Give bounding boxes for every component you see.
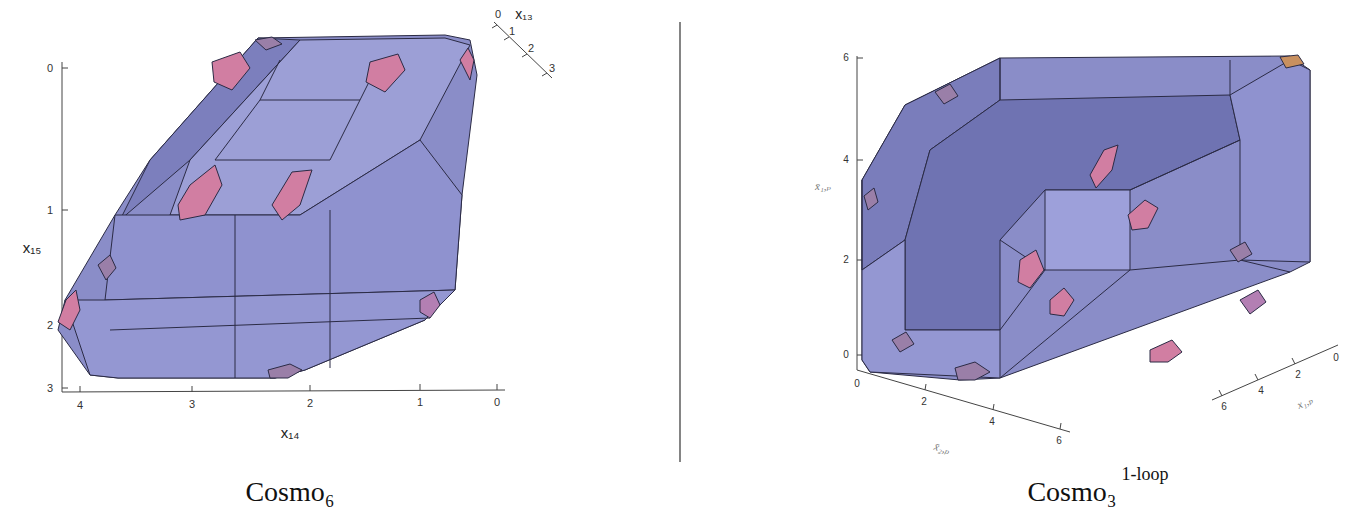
tick-label: 0 <box>854 379 860 389</box>
tick-label: 4 <box>77 400 83 411</box>
tick-label: 0 <box>495 9 501 20</box>
tick-label: 0 <box>47 63 53 74</box>
tick-label: 3 <box>549 63 555 74</box>
tick-label: 1 <box>509 26 515 37</box>
axis-label: x₁,ₚ <box>1296 394 1315 410</box>
tick-label: 4 <box>843 155 849 165</box>
tick-label: 4 <box>1258 386 1264 396</box>
tick-label: 3 <box>47 383 53 394</box>
tick-label: 2 <box>1295 370 1301 380</box>
tick-label: 1 <box>417 397 423 408</box>
caption: Cosmo₆ <box>245 478 334 506</box>
axis-label: x₁₃ <box>515 7 532 21</box>
tick-label: 2 <box>307 398 313 409</box>
tick-label: 1 <box>47 205 53 216</box>
tick-label: 2 <box>843 255 849 265</box>
tick-label: 6 <box>843 53 849 63</box>
tick-label: 6 <box>1056 436 1062 446</box>
axis-label: x̄₁,ₚ <box>815 181 831 192</box>
tick-label: 4 <box>989 417 995 427</box>
tick-label: 2 <box>528 43 534 54</box>
tick-label: 2 <box>921 397 927 407</box>
axis-label: x̄₂,ₚ <box>933 440 951 455</box>
caption-superscript: 1-loop <box>1122 465 1169 483</box>
tick-label: 3 <box>189 399 195 410</box>
tick-label: 2 <box>47 320 53 331</box>
axis-label: x₁₄ <box>281 425 300 440</box>
tick-label: 6 <box>1221 402 1227 412</box>
caption: Cosmo₃ <box>1027 478 1116 506</box>
tick-label: 0 <box>1333 353 1339 363</box>
axis-label: x₁₅ <box>23 240 42 255</box>
tick-label: 0 <box>843 350 849 360</box>
tick-label: 0 <box>494 397 500 408</box>
